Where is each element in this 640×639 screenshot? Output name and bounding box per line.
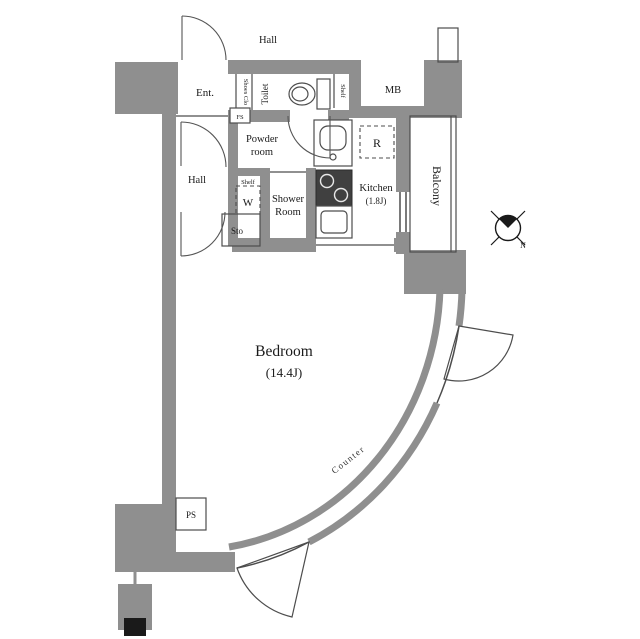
bedroom-door-arc [180,211,226,257]
kitchen-sink-icon [315,205,353,239]
wall [260,168,270,240]
toilet-bowl-inner [291,86,309,102]
stove-burner [319,173,335,189]
label-refrigerator: R [373,136,381,150]
label-shelf-washer: Shelf [241,179,256,186]
sink-icon [313,119,353,167]
label-storage: Sto [231,226,244,236]
wall [162,552,235,572]
label-hall-corridor: Hall [259,35,277,46]
partition-lines [176,74,394,246]
compass-icon: N [490,210,526,250]
wall [306,168,316,240]
curved-wall-inner [228,288,444,551]
label-hall-inner: Hall [188,175,206,186]
label-balcony: Balcony [430,166,444,206]
label-kitchen-size: (1.8J) [366,196,387,206]
wall [424,60,462,118]
wall [404,250,466,294]
stove-burner [333,187,349,203]
fixtures [175,27,459,531]
toilet-door-arc [287,115,331,159]
stove-icon [315,169,353,207]
wall [396,114,410,192]
wall [228,110,238,246]
label-powder-2: room [251,147,273,158]
vanity-faucet [329,153,337,161]
stove-body [315,169,353,207]
refrigerator-box [359,125,395,159]
label-shelf-toilet: Shelf [339,84,346,99]
curved-wall [228,288,514,618]
wall [349,60,361,118]
wall [232,238,316,252]
wall [162,114,176,556]
balcony-area [399,115,457,253]
label-washer: W [243,197,254,209]
label-shower-2: Room [275,207,301,218]
label-entrance: Ent. [196,87,214,99]
fs-box [229,107,251,124]
window-door-swing-bottom [236,541,310,618]
duct-outline [437,27,459,63]
label-kitchen: Kitchen [359,183,393,194]
label-meter-box: MB [385,85,401,96]
wall [115,62,178,114]
window-frame-bottom [236,541,310,569]
storage-box [221,213,261,247]
label-shoes-closet: Shoes Clo [242,79,249,106]
walls [115,60,466,636]
kitchen-basin [320,210,348,234]
wall [394,238,410,252]
label-powder-1: Powder [246,134,279,145]
compass-quadrant [499,215,517,228]
label-bedroom-size: (14.4J) [266,365,302,380]
wall [328,110,349,122]
label-bedroom: Bedroom [255,343,313,360]
wall-footing [124,618,146,636]
entrance-door-arc [181,15,227,61]
label-toilet: Toilet [260,83,270,104]
wall [115,504,162,572]
label-shower-1: Shower [272,194,305,205]
window-frame-right [436,325,460,404]
label-fs: FS [236,114,244,121]
compass-north-label: N [520,241,526,250]
wall [228,60,349,74]
wall [238,168,264,176]
balcony-outline [409,115,457,253]
pipe-space-box [175,497,207,531]
toilet-tank [316,78,331,110]
label-pipe-space: PS [186,510,196,520]
curved-wall-outer-seg2 [307,401,441,546]
curved-wall-outer-seg1 [455,289,466,327]
window-door-swing-right [443,325,514,382]
toilet-icon [288,78,331,110]
door-swings [180,15,331,257]
vanity-basin [319,125,347,151]
hall-door-arc [180,121,227,168]
